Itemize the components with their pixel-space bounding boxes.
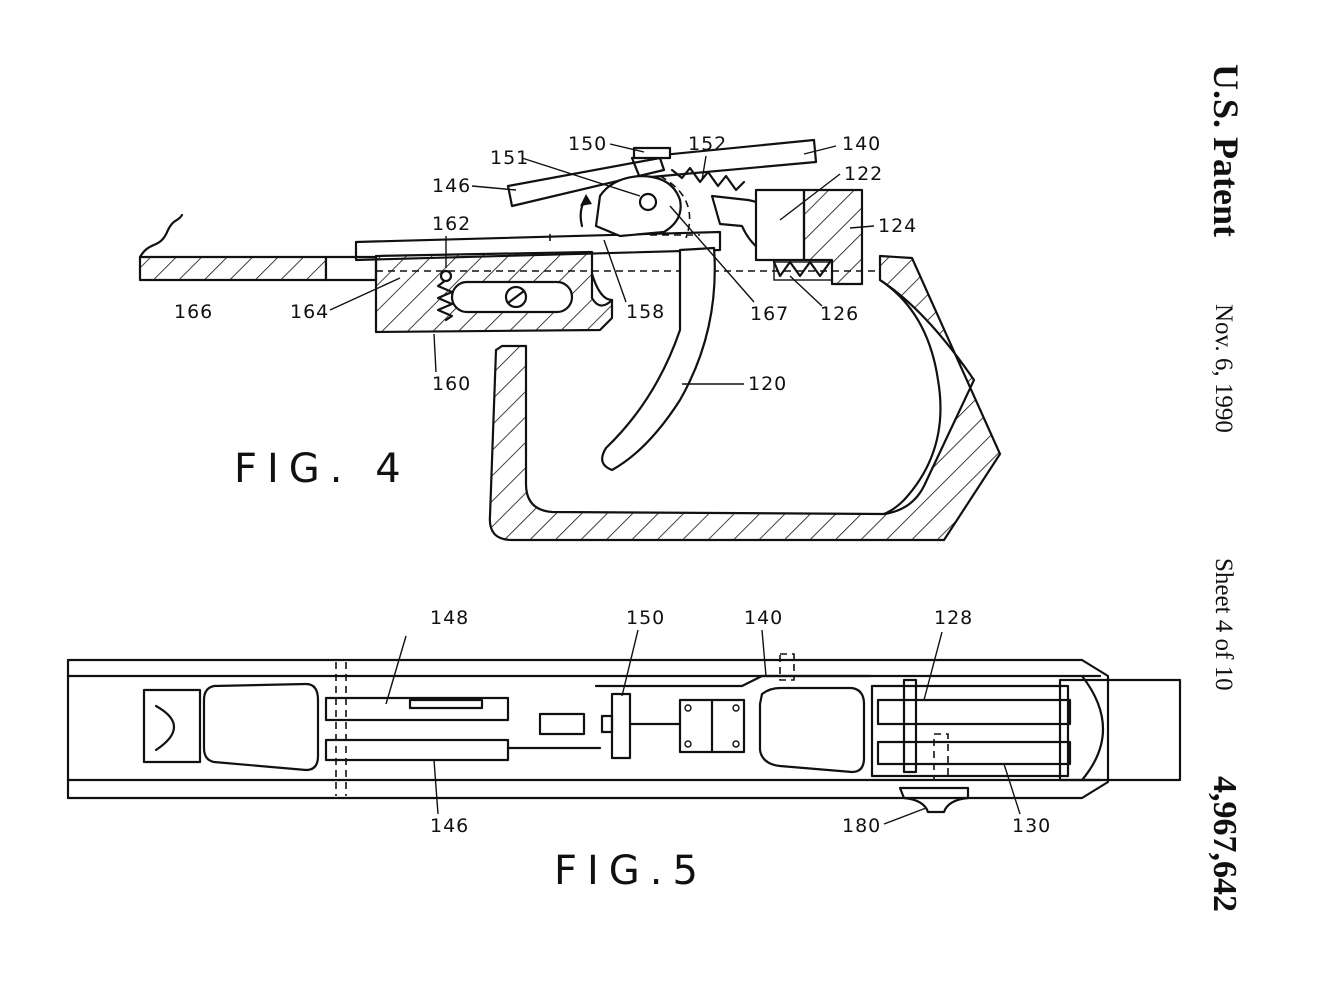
clip-rivet [732,740,740,748]
label-140: 140 [842,133,881,155]
figure-5-labels: 148 150 140 128 146 180 130 FIG.5 [385,607,1051,894]
spring-126 [772,260,832,278]
pawl-151 [594,174,682,238]
end-cap-outline [1058,678,1182,782]
label-166: 166 [174,301,213,323]
label-162: 162 [432,213,471,235]
figure-5 [66,653,1182,814]
figure-4 [138,138,1002,542]
label-140-b: 140 [744,607,783,629]
screw-slot-line [506,289,526,305]
side-header: U.S. Patent Nov. 6, 1990 Sheet 4 of 10 4… [1206,64,1246,912]
side-patent-number: 4,967,642 [1206,776,1243,912]
side-sheet: Sheet 4 of 10 [1210,558,1237,691]
rod-148-inner [408,698,484,710]
label-150: 150 [568,133,607,155]
slider-150 [610,692,632,760]
label-160: 160 [432,373,471,395]
label-152: 152 [688,133,727,155]
label-167: 167 [750,303,789,325]
grip-frame [488,254,1002,542]
label-164: 164 [290,301,329,323]
cross-pin-128 [902,678,918,774]
lever-140-pin [779,653,795,681]
trigger-120 [601,246,716,472]
label-130: 130 [1012,815,1051,837]
label-128: 128 [934,607,973,629]
trigger-seat [590,272,614,302]
block-124 [802,188,864,286]
label-124: 124 [878,215,917,237]
clip-rivet [732,704,740,712]
left-cup-frame [142,688,202,764]
rod-146 [324,738,510,762]
figure-5-caption: FIG.5 [554,848,708,894]
lever-140 [630,138,818,180]
end-cap-curve [1080,674,1105,782]
detent-ball [439,269,453,283]
housing-124-front [754,188,806,262]
lever-146 [506,156,666,208]
button-180 [898,786,970,814]
label-122: 122 [844,163,883,185]
label-158: 158 [626,301,665,323]
clip-rivet [684,704,692,712]
right-window [758,686,866,774]
rod-130 [876,740,1072,766]
side-title: U.S. Patent [1206,64,1246,237]
side-date: Nov. 6, 1990 [1210,304,1237,433]
label-180: 180 [842,815,881,837]
rack-152 [670,166,746,192]
label-146-b: 146 [430,815,469,837]
pivot-pin-151 [638,192,658,212]
figure-4-labels: 150 152 140 151 122 146 162 124 166 164 … [174,133,917,492]
figure-4-caption: FIG. 4 [234,446,411,492]
grip-inner-curve [878,278,942,516]
left-cup-curve [154,704,175,752]
label-120: 120 [748,373,787,395]
rod-148 [324,696,510,722]
shaft-break-line [138,213,184,259]
small-block [538,712,586,736]
pawl-arc-dash [659,175,691,239]
rod-128 [876,698,1072,726]
clip-rivet [684,740,692,748]
label-146: 146 [432,175,471,197]
rail-158 [354,230,722,262]
shaft-166 [138,255,328,282]
body-outline [66,658,1110,800]
motion-arrow-head [580,194,592,206]
spring-162 [436,278,454,322]
button-150 [632,146,672,160]
slider-150-tab [600,714,614,734]
label-126: 126 [820,303,859,325]
left-window [202,682,320,772]
label-151: 151 [490,147,529,169]
cross-pin-130 [933,733,949,781]
right-housing [870,684,1070,778]
spring-cavity [773,261,833,281]
lever-140-top [594,674,872,688]
label-148: 148 [430,607,469,629]
label-150-b: 150 [626,607,665,629]
